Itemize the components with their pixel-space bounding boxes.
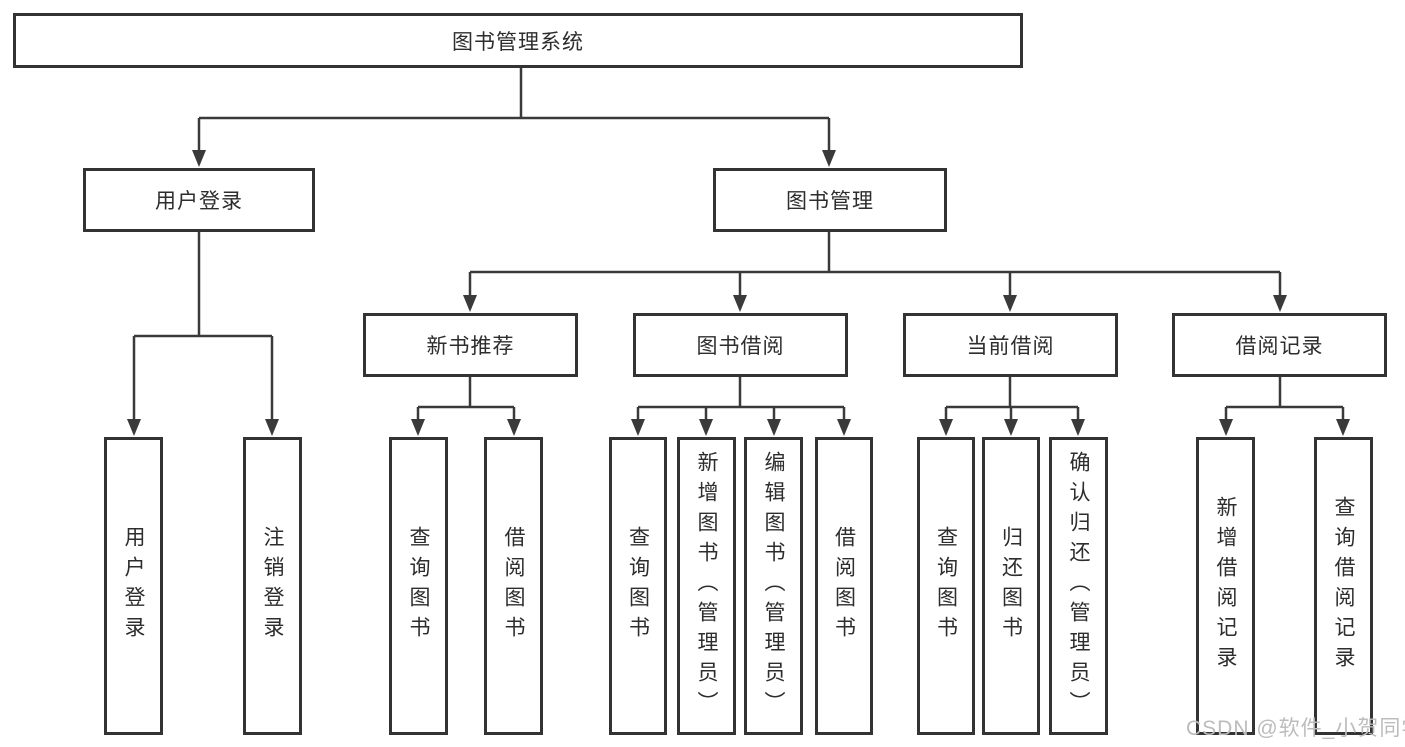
leaf-logout: 注销登录 (243, 437, 302, 735)
watermark: CSDN @软件_小贺同学 (1186, 717, 1405, 740)
leaf-label: 确认归还（管理员） (1067, 451, 1091, 721)
leaf-user-login: 用户登录 (104, 437, 163, 735)
node-book-management: 图书管理 (713, 168, 947, 232)
node-new-book-recommend: 新书推荐 (363, 313, 578, 377)
leaf-label: 用户登录 (122, 526, 146, 646)
leaf-confirm-return-admin: 确认归还（管理员） (1049, 437, 1108, 735)
node-user-login: 用户登录 (83, 168, 315, 232)
node-label: 新书推荐 (426, 335, 515, 358)
leaf-query-borrow-record: 查询借阅记录 (1314, 437, 1373, 735)
leaf-query-books-2: 查询图书 (609, 437, 667, 735)
node-label: 当前借阅 (966, 335, 1055, 358)
leaf-label: 新增图书（管理员） (695, 451, 719, 721)
leaf-label: 注销登录 (261, 526, 285, 646)
leaf-query-books-1: 查询图书 (389, 437, 448, 735)
node-book-borrowing: 图书借阅 (633, 313, 848, 377)
node-label: 借阅记录 (1235, 335, 1324, 358)
node-label: 用户登录 (155, 190, 243, 213)
leaf-return-book: 归还图书 (982, 437, 1040, 735)
leaf-label: 查询图书 (934, 526, 958, 646)
leaf-borrow-books-1: 借阅图书 (484, 437, 543, 735)
node-current-borrowing: 当前借阅 (903, 313, 1118, 377)
leaf-add-book-admin: 新增图书（管理员） (677, 437, 736, 735)
node-label: 图书管理 (786, 190, 874, 213)
leaf-label: 查询图书 (407, 526, 431, 646)
leaf-borrow-books-2: 借阅图书 (815, 437, 873, 735)
leaf-label: 归还图书 (999, 526, 1023, 646)
leaf-label: 编辑图书（管理员） (762, 451, 786, 721)
leaf-label: 查询借阅记录 (1332, 496, 1356, 676)
leaf-label: 借阅图书 (502, 526, 526, 646)
leaf-edit-book-admin: 编辑图书（管理员） (744, 437, 803, 735)
leaf-label: 新增借阅记录 (1214, 496, 1238, 676)
leaf-label: 查询图书 (626, 526, 650, 646)
node-label: 图书管理系统 (452, 30, 584, 54)
leaf-query-books-3: 查询图书 (917, 437, 975, 735)
node-label: 图书借阅 (696, 335, 785, 358)
leaf-label: 借阅图书 (832, 526, 856, 646)
node-library-management-system: 图书管理系统 (13, 13, 1023, 68)
node-borrow-records: 借阅记录 (1172, 313, 1387, 377)
leaf-add-borrow-record: 新增借阅记录 (1196, 437, 1255, 735)
